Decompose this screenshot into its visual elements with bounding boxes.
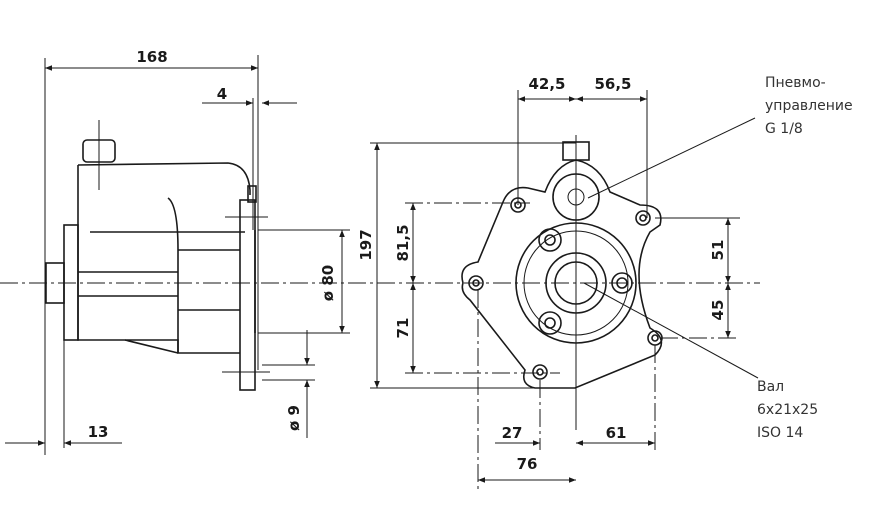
dim-81-5: 81,5	[394, 224, 412, 261]
shaft-note: Вал 6x21x25 ISO 14	[757, 376, 818, 445]
dim-197: 197	[357, 229, 375, 260]
note-line: G 1/8	[765, 121, 803, 137]
note-line: 6x21x25	[757, 402, 819, 418]
dim-56-5: 56,5	[594, 75, 631, 93]
note-line: Пневмо-	[765, 75, 826, 91]
side-view	[45, 120, 270, 391]
front-view-dimensions: 42,5 56,5 81,5 71 51 45 27 61 76	[394, 75, 740, 490]
note-line: управление	[765, 98, 853, 114]
dim-76: 76	[517, 455, 538, 473]
mounting-holes	[468, 197, 663, 380]
dim-51: 51	[709, 240, 727, 261]
dim-4: 4	[217, 85, 227, 103]
dim-168: 168	[136, 48, 167, 66]
leader-shaft	[583, 282, 759, 379]
dim-27: 27	[502, 424, 523, 442]
pneumatic-port-note: Пневмо- управление G 1/8	[765, 72, 853, 141]
dim-61: 61	[606, 424, 627, 442]
side-view-dimensions: 168 4 ø 80 ø 9 13 197	[5, 48, 576, 455]
note-line: ISO 14	[757, 425, 804, 441]
dim-45: 45	[709, 300, 727, 321]
dim-71: 71	[394, 318, 412, 339]
dim-13: 13	[88, 423, 109, 441]
dim-42-5: 42,5	[528, 75, 565, 93]
note-line: Вал	[757, 379, 785, 395]
dim-diameter-9: ø 9	[285, 405, 303, 431]
dim-diameter-80: ø 80	[319, 265, 337, 301]
leader-pneumatic	[587, 117, 756, 199]
